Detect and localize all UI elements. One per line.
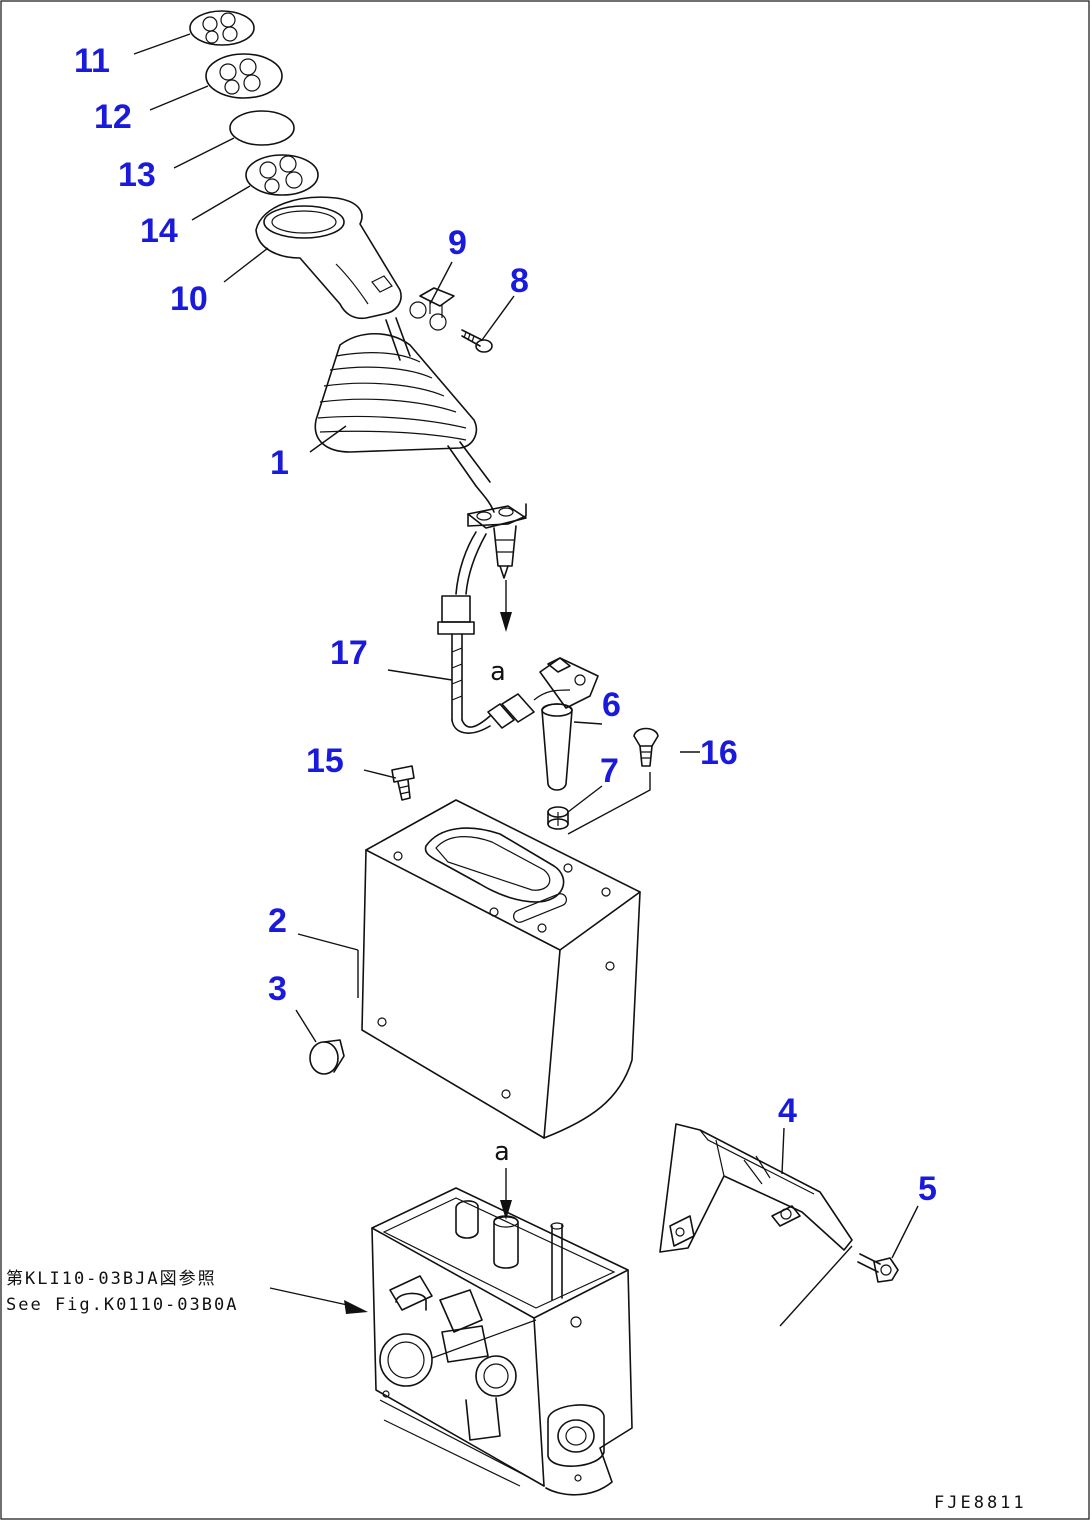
callout-11: 11 bbox=[74, 42, 110, 80]
callout-1: 1 bbox=[270, 444, 289, 482]
part-8-bolt bbox=[461, 329, 493, 353]
part-4-plate bbox=[659, 1123, 853, 1253]
part-13-oring bbox=[229, 110, 295, 146]
callout-15: 15 bbox=[306, 742, 344, 780]
callout-10: 10 bbox=[170, 280, 208, 318]
part-1-lever-boot bbox=[314, 317, 527, 595]
callout-7: 7 bbox=[600, 752, 619, 790]
lower-arrow bbox=[500, 1168, 512, 1220]
callout-14: 14 bbox=[140, 212, 178, 250]
upper-arrow bbox=[500, 580, 512, 632]
callout-5: 5 bbox=[918, 1170, 937, 1208]
base-frame bbox=[371, 1187, 633, 1496]
callout-9: 9 bbox=[448, 224, 467, 262]
part-9-bracket bbox=[409, 287, 455, 331]
reference-note-jp: 第KLI10-03BJA図参照 bbox=[6, 1269, 217, 1289]
callout-12: 12 bbox=[94, 98, 132, 136]
part-3-clip bbox=[309, 1039, 345, 1075]
part-17-harness bbox=[437, 595, 599, 734]
part-5-bolt bbox=[857, 1253, 899, 1283]
reference-note-en: See Fig.K0110-03B0A bbox=[6, 1295, 238, 1315]
leader-lines bbox=[133, 33, 919, 1327]
part-2-cover bbox=[361, 799, 641, 1139]
callout-4: 4 bbox=[778, 1092, 797, 1130]
part-7-washer bbox=[547, 806, 569, 830]
part-14-pad bbox=[245, 154, 319, 196]
part-12-plate bbox=[205, 53, 283, 99]
callout-6: 6 bbox=[602, 686, 621, 724]
part-6-knob bbox=[541, 703, 573, 791]
callout-17: 17 bbox=[330, 634, 368, 672]
callout-8: 8 bbox=[510, 262, 529, 300]
part-11-cap bbox=[189, 10, 255, 46]
marker-a-upper: a bbox=[490, 657, 506, 687]
callout-2: 2 bbox=[268, 902, 287, 940]
marker-a-lower: a bbox=[494, 1137, 510, 1167]
figure-code: FJE8811 bbox=[934, 1493, 1027, 1513]
callout-3: 3 bbox=[268, 970, 287, 1008]
part-16-screw bbox=[633, 727, 659, 767]
part-10-grip bbox=[255, 196, 402, 320]
callout-16: 16 bbox=[700, 734, 738, 772]
part-15-bolt bbox=[391, 765, 415, 801]
callout-13: 13 bbox=[118, 156, 156, 194]
